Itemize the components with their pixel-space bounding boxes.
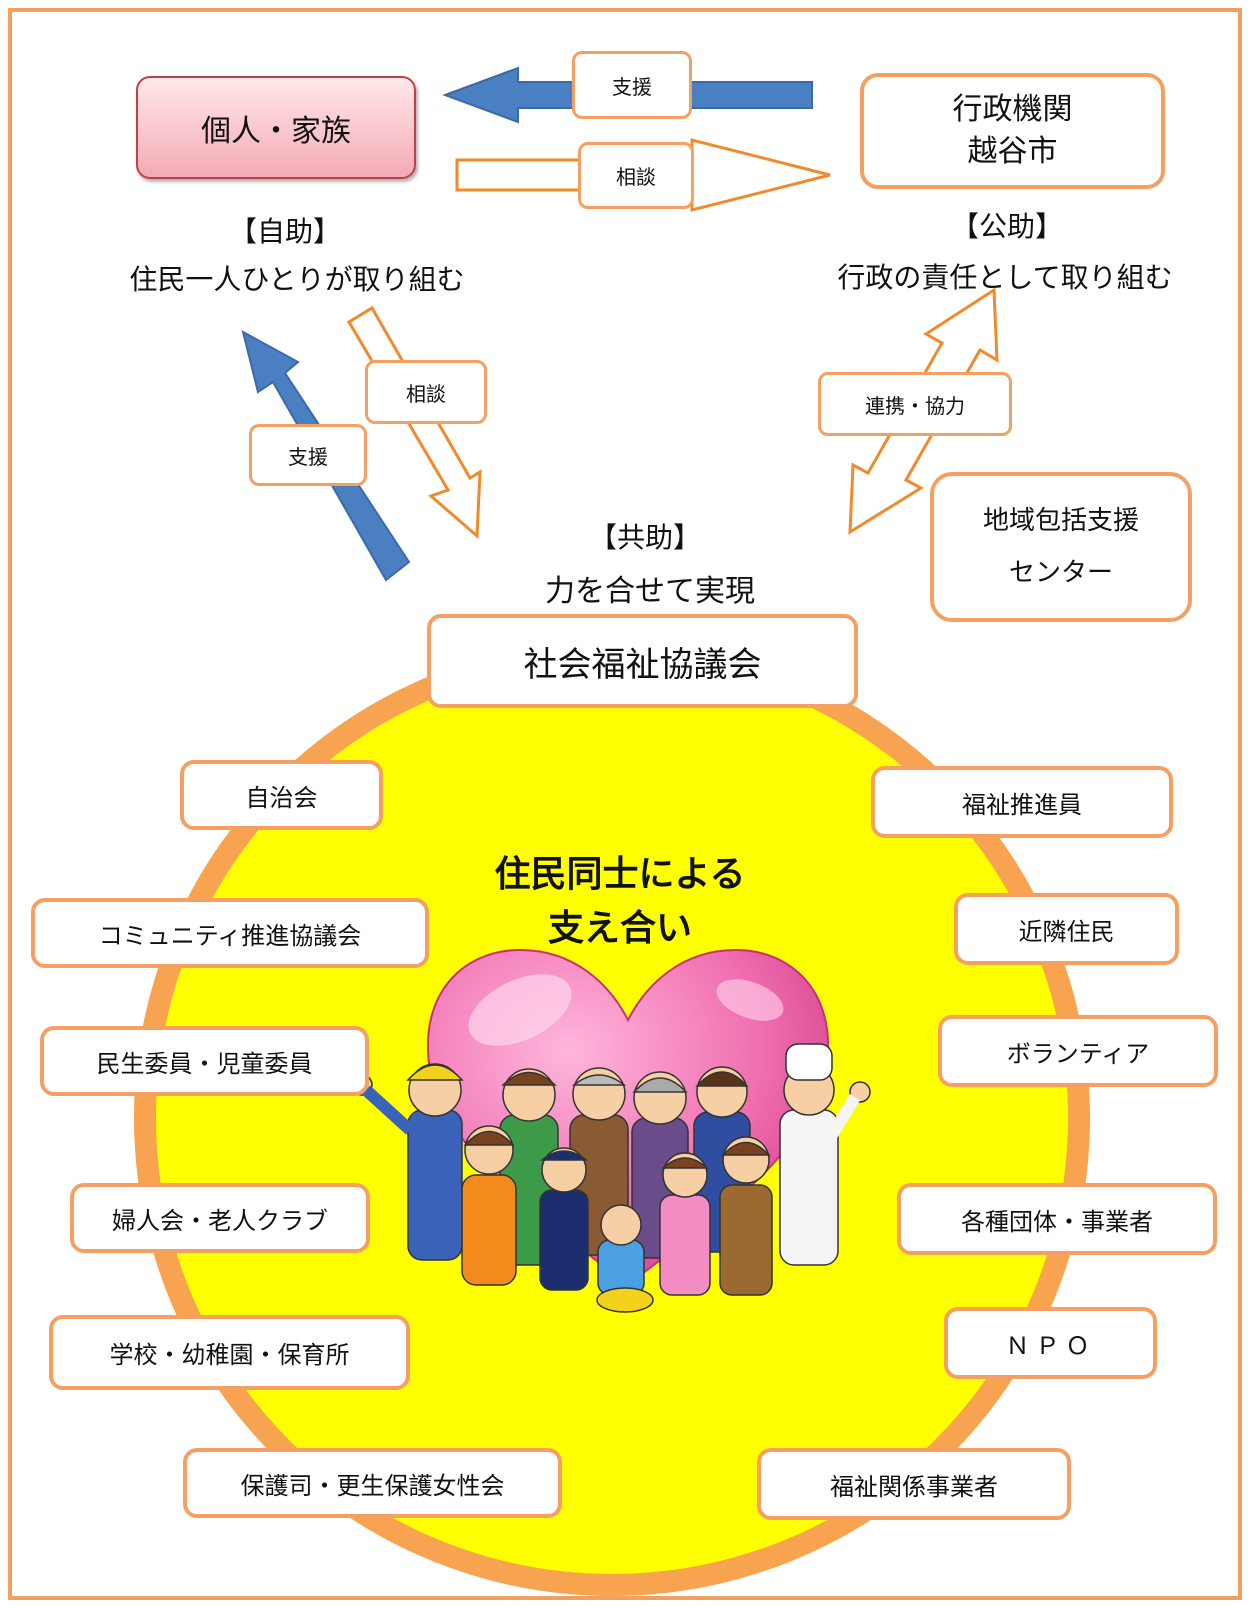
member-left-2: コミュニティ推進協議会 xyxy=(31,898,429,968)
member-left-5: 学校・幼稚園・保育所 xyxy=(49,1315,410,1390)
member-right-4: 各種団体・事業者 xyxy=(897,1183,1217,1255)
mutual-help-description: 力を合せて実現 xyxy=(545,574,755,609)
hub-box: 社会福祉協議会 xyxy=(427,614,858,708)
outer-frame xyxy=(8,8,1242,1600)
member-left-4: 婦人会・老人クラブ xyxy=(70,1183,370,1253)
label-consult-left: 相談 xyxy=(365,360,487,424)
member-left-3: 民生委員・児童委員 xyxy=(40,1026,369,1096)
government-box: 行政機関 越谷市 xyxy=(860,73,1165,189)
mutual-help-title: 【共助】 xyxy=(588,521,701,554)
public-help-description: 行政の責任として取り組む xyxy=(837,261,1173,294)
people-illustration xyxy=(351,1043,871,1313)
label-support-top: 支援 xyxy=(572,51,692,119)
member-right-1: 福祉推進員 xyxy=(871,766,1173,838)
self-help-title: 【自助】 xyxy=(228,215,341,248)
family-box: 個人・家族 xyxy=(136,76,416,179)
label-consult-top: 相談 xyxy=(578,142,694,209)
member-right-3: ボランティア xyxy=(938,1015,1218,1087)
self-help-description: 住民一人ひとりが取り組む xyxy=(129,263,465,296)
member-left-1: 自治会 xyxy=(180,760,383,830)
label-support-left: 支援 xyxy=(249,424,367,486)
support-center-box: 地域包括支援 センター xyxy=(930,472,1192,622)
public-help-title: 【公助】 xyxy=(950,210,1063,243)
center-text: 住民同士による 支え合い xyxy=(494,854,746,949)
member-left-6: 保護司・更生保護女性会 xyxy=(183,1448,562,1518)
member-right-2: 近隣住民 xyxy=(954,893,1179,965)
label-cooperation: 連携・協力 xyxy=(818,372,1012,436)
member-right-5: ＮＰＯ xyxy=(944,1307,1157,1379)
member-right-6: 福祉関係事業者 xyxy=(757,1448,1071,1520)
